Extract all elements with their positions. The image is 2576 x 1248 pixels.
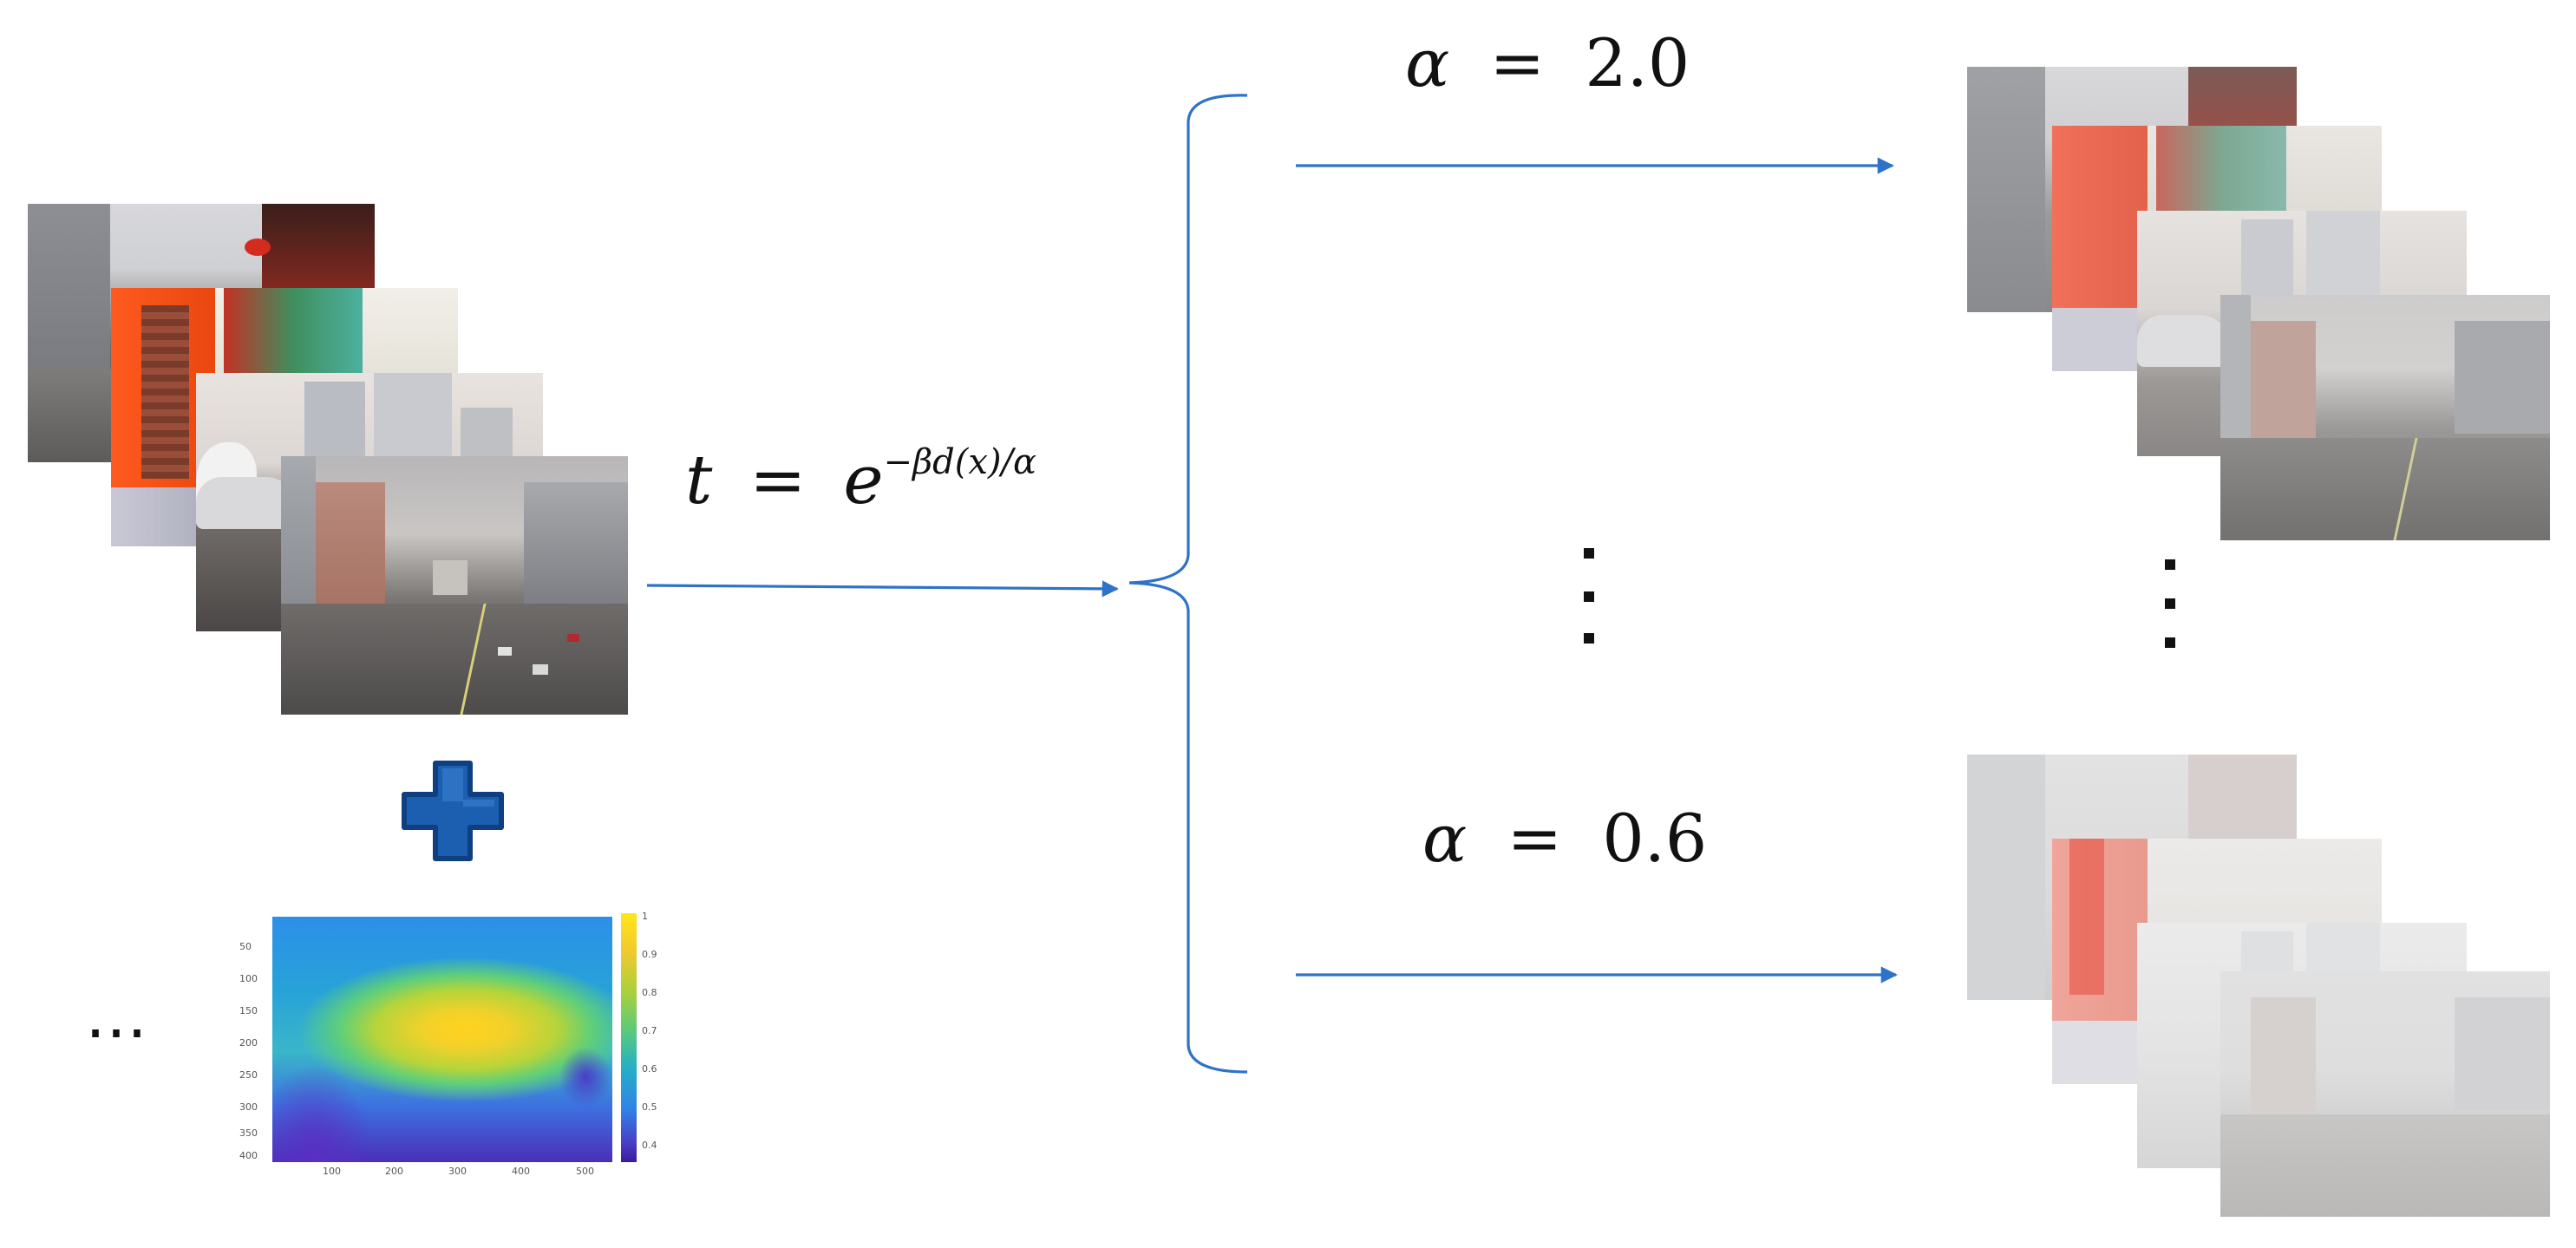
input-image-4 — [281, 456, 628, 715]
cbar-tick: 0.5 — [642, 1101, 657, 1113]
depth-map-x-ticks: 100 200 300 400 500 — [272, 1166, 612, 1179]
cbar-tick: 0.4 — [642, 1140, 657, 1151]
y-tick: 400 — [239, 1150, 258, 1161]
y-tick: 200 — [239, 1037, 258, 1049]
vertical-ellipsis-icon — [1584, 548, 1594, 644]
x-tick: 100 — [323, 1166, 341, 1177]
x-tick: 300 — [448, 1166, 467, 1177]
y-tick: 50 — [239, 941, 252, 952]
x-tick: 400 — [512, 1166, 530, 1177]
x-tick: 500 — [576, 1166, 594, 1177]
cbar-tick: 0.7 — [642, 1025, 657, 1036]
hazy-image-heavy-4 — [2220, 971, 2550, 1217]
alpha-symbol: α — [1422, 800, 1468, 877]
depth-map-image — [272, 917, 612, 1162]
ellipsis-more-inputs: … — [85, 979, 153, 1052]
depth-map-y-ticks: 50 100 150 200 250 300 350 400 — [234, 902, 269, 1162]
depth-map-figure: 50 100 150 200 250 300 350 400 100 200 3… — [234, 902, 668, 1179]
alpha-symbol: α — [1405, 24, 1450, 101]
formula-lhs: t — [685, 441, 713, 519]
formula-eq: = — [749, 441, 807, 519]
alpha-eq: = — [1489, 24, 1546, 101]
hazy-image-light-4 — [2220, 295, 2550, 540]
cbar-tick: 0.6 — [642, 1063, 657, 1075]
x-tick: 200 — [385, 1166, 403, 1177]
y-tick: 250 — [239, 1069, 258, 1081]
alpha-label-bottom: α = 0.6 — [1422, 800, 1707, 877]
depth-map-colorbar-ticks: 1 0.9 0.8 0.7 0.6 0.5 0.4 — [642, 911, 668, 1171]
transmission-formula: t = e−βd(x)/α — [685, 445, 1036, 514]
arrow-right-icon — [646, 580, 1119, 598]
y-tick: 300 — [239, 1101, 258, 1113]
formula-base: e — [843, 441, 884, 519]
alpha-eq: = — [1507, 800, 1563, 877]
alpha-label-top: α = 2.0 — [1405, 24, 1690, 101]
y-tick: 350 — [239, 1127, 258, 1139]
vertical-ellipsis-icon — [2165, 559, 2175, 648]
plus-icon — [402, 761, 504, 861]
y-tick: 150 — [239, 1005, 258, 1016]
formula-exponent: −βd(x)/α — [883, 442, 1036, 482]
depth-map-colorbar — [621, 913, 637, 1162]
cbar-tick: 1 — [642, 911, 648, 922]
alpha-value: 2.0 — [1585, 24, 1690, 101]
alpha-value: 0.6 — [1602, 800, 1708, 877]
cbar-tick: 0.8 — [642, 987, 657, 998]
cbar-tick: 0.9 — [642, 949, 657, 960]
left-brace-icon — [1128, 94, 1248, 1074]
y-tick: 100 — [239, 973, 258, 984]
